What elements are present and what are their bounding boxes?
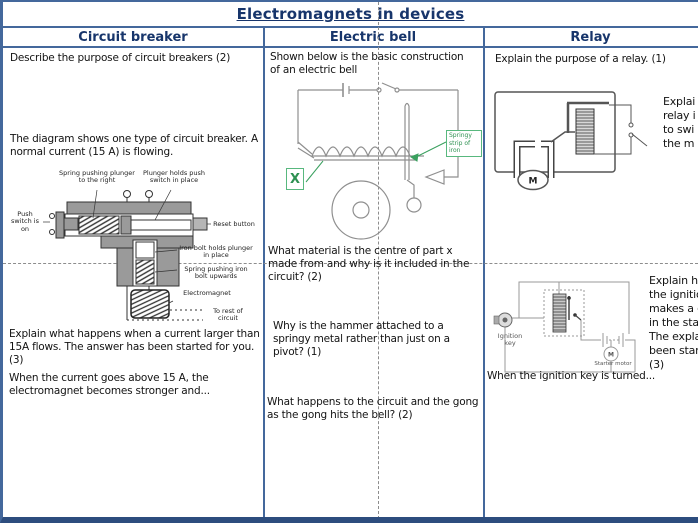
bell-question-2: Why is the hammer attached to a springy …: [273, 320, 450, 359]
header-circuit-breaker: Circuit breaker: [78, 29, 188, 45]
bell-springy-strip-label: Springy strip of iron: [446, 130, 482, 157]
cb-label-push-switch: Push switch is on: [10, 210, 39, 233]
bell-intro: Shown below is the basic construction of…: [270, 51, 464, 77]
ignition-motor-symbol: [603, 346, 619, 362]
relay-armature-coil: [550, 101, 648, 155]
bell-circuit: [297, 82, 459, 240]
bell-question-3: What happens to the circuit and the gong…: [267, 396, 479, 422]
ignition-diagram: M: [493, 281, 636, 373]
cb-label-iron-bolt: Iron bolt holds plunger in place: [179, 244, 253, 260]
relay-answer-start: When the ignition key is turned...: [487, 370, 656, 382]
ignition-motor-letter: M: [608, 352, 614, 359]
header-electric-bell: Electric bell: [329, 29, 417, 45]
cb-diagram: [43, 189, 211, 321]
ignition-key-label: Ignition key: [497, 332, 523, 348]
relay-diagram: M: [494, 91, 648, 191]
cb-label-reset-button: Reset button: [213, 220, 255, 228]
bell-x-marker: X: [286, 168, 304, 190]
cb-question-1: Describe the purpose of circuit breakers…: [10, 52, 231, 64]
cb-label-plunger-holds: Plunger holds push switch in place: [142, 169, 206, 185]
bell-question-1: What material is the centre of part x ma…: [268, 245, 470, 284]
relay-motor-symbol: [517, 169, 549, 191]
starter-motor-label: Starter motor: [594, 361, 632, 367]
bell-diagram: [297, 82, 459, 240]
cb-mechanism: [49, 201, 208, 319]
cb-question-2: Explain what happens when a current larg…: [9, 328, 260, 367]
bell-green-pointers: [305, 141, 447, 183]
relay-contacts: [513, 140, 555, 178]
fold-line-vertical: [378, 2, 379, 517]
cb-label-spring-plunger: Spring pushing plunger to the right: [59, 169, 135, 185]
column-divider-2: [483, 28, 485, 517]
relay-clipped-text: Explai relay i to swi the m: [663, 95, 696, 150]
fold-line-horizontal: [3, 263, 698, 264]
ignition-wires: [504, 281, 636, 373]
title-bar: Electromagnets in devices: [3, 2, 698, 28]
ignition-coil: [552, 293, 582, 333]
relay-motor-letter: M: [529, 177, 538, 187]
cb-label-electromagnet: Electromagnet: [183, 289, 231, 297]
ignition-key-symbol: [493, 312, 513, 328]
ignition-clipped-text: Explain how the ignition makes a cur in …: [649, 274, 698, 371]
cb-label-spring-bolt: Spring pushing iron bolt upwards: [184, 265, 248, 281]
relay-question-1: Explain the purpose of a relay. (1): [495, 53, 666, 65]
header-relay: Relay: [570, 29, 611, 45]
cb-leader-lines: [43, 189, 211, 304]
cb-label-to-rest: To rest of circuit: [213, 307, 243, 323]
page-title: Electromagnets in devices: [236, 5, 465, 23]
cb-answer-start: When the current goes above 15 A, the el…: [9, 372, 210, 398]
ignition-relay-box: [543, 289, 585, 337]
cb-intro: The diagram shows one type of circuit br…: [10, 133, 258, 159]
column-divider-1: [263, 28, 265, 517]
column-headers: Circuit breaker Electric bell Relay: [3, 28, 698, 48]
